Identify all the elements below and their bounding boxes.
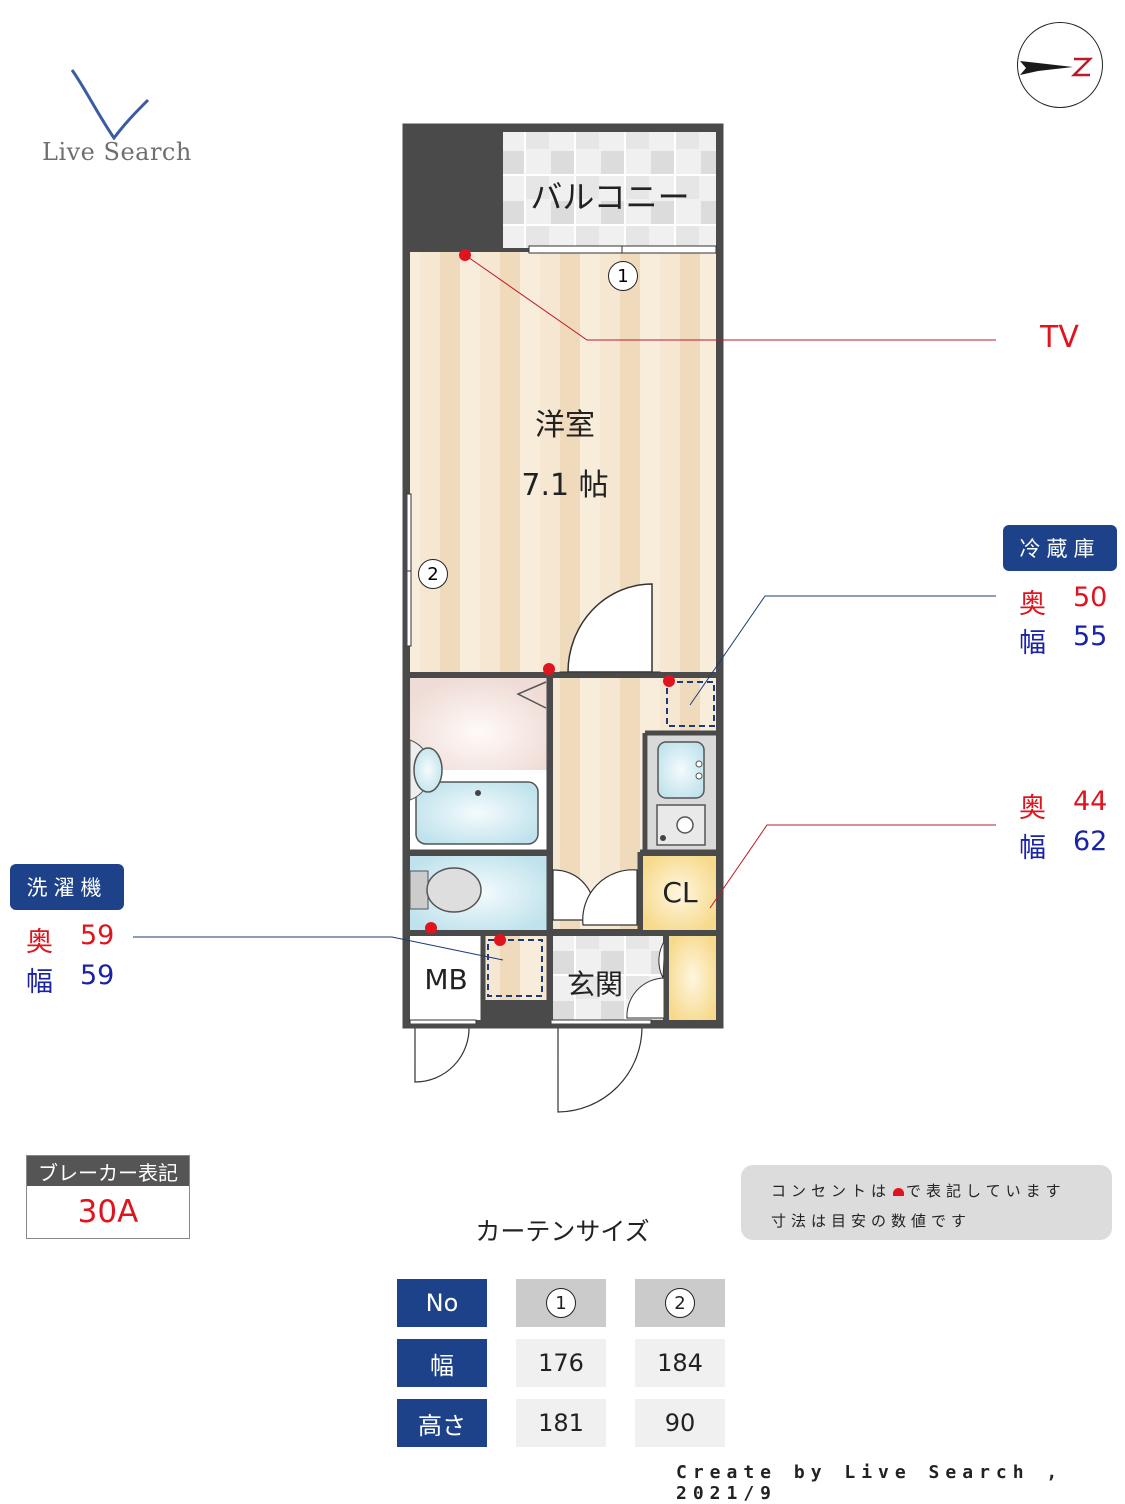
washing-machine-title: 洗濯機 — [26, 876, 108, 900]
closet-label: CL — [662, 876, 698, 909]
logo-check-icon — [70, 69, 150, 140]
curtain-width-2: 184 — [635, 1339, 725, 1387]
refrigerator-depth: 奥 50 — [1019, 582, 1108, 620]
balcony-label: バルコニー — [530, 178, 690, 216]
curtain-no-2: 2 — [635, 1279, 725, 1327]
refrigerator-width: 幅 55 — [1019, 621, 1108, 659]
closet-width: 幅 62 — [1019, 826, 1108, 864]
washing-machine-tag: 洗濯機 — [10, 864, 124, 910]
curtain-width-1: 176 — [516, 1339, 606, 1387]
curtain-no-1: 1 — [516, 1279, 606, 1327]
breaker-value: 30A — [77, 1194, 139, 1230]
entrance-label: 玄関 — [566, 968, 623, 1001]
curtain-title: カーテンサイズ — [475, 1217, 650, 1246]
logo-text: Live Search — [42, 138, 192, 166]
breaker-title: ブレーカー表記 — [27, 1156, 189, 1186]
footer-credit: Create by Live Search , 2021/9 — [676, 1462, 1064, 1504]
curtain-height-1: 181 — [516, 1399, 606, 1447]
window-marker-2: 2 — [418, 559, 448, 589]
header-no: No — [397, 1279, 487, 1327]
floor-plan — [133, 123, 996, 1113]
north-arrow-icon — [1020, 57, 1094, 77]
note-line-1: コンセントはで表記しています — [771, 1182, 1066, 1200]
note-line-2: 寸法は目安の数値です — [771, 1212, 972, 1230]
logo — [40, 60, 200, 170]
compass — [1017, 22, 1103, 108]
meter-box-label: MB — [424, 963, 468, 996]
breaker-box: ブレーカー表記 30A — [26, 1155, 190, 1239]
tv-label: TV — [1040, 320, 1079, 355]
legend-note: コンセントはで表記しています 寸法は目安の数値です — [741, 1165, 1112, 1240]
header-height: 高さ — [397, 1399, 487, 1447]
closet-depth: 奥 44 — [1019, 786, 1108, 824]
refrigerator-title: 冷蔵庫 — [1019, 537, 1101, 561]
washing-machine-depth: 奥 59 — [26, 920, 115, 958]
header-width: 幅 — [397, 1339, 487, 1387]
western-room-size: 7.1 帖 — [521, 468, 609, 503]
western-room-label: 洋室 — [535, 408, 595, 443]
outlet-icon — [893, 1187, 905, 1196]
curtain-height-2: 90 — [635, 1399, 725, 1447]
window-marker-1: 1 — [608, 261, 638, 291]
refrigerator-tag: 冷蔵庫 — [1003, 525, 1117, 571]
washing-machine-width: 幅 59 — [26, 960, 115, 998]
